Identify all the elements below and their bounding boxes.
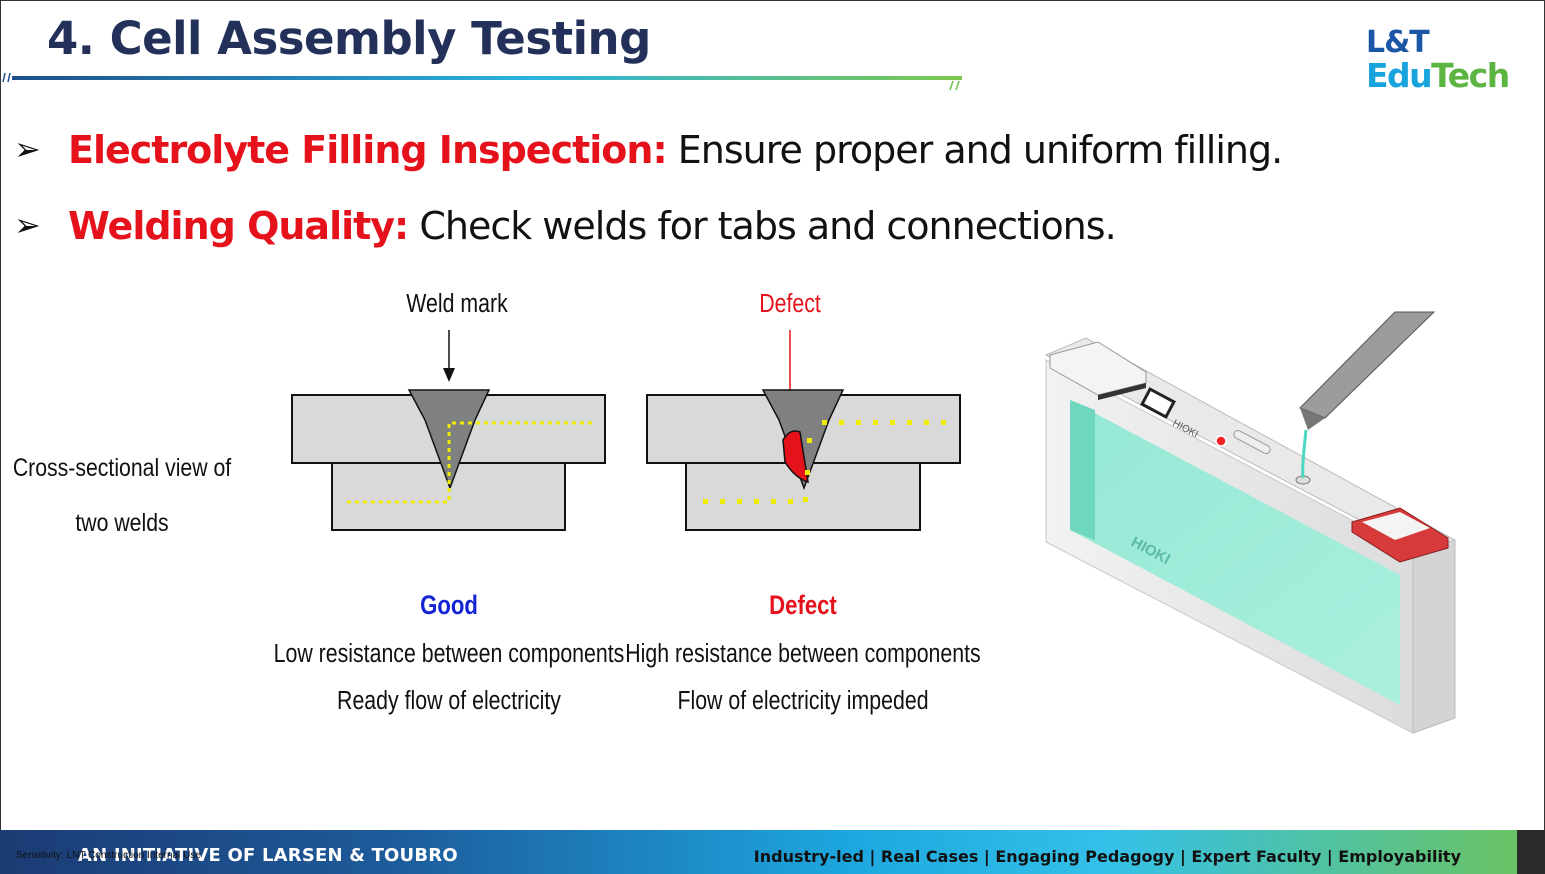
bullet-text: Ensure proper and uniform filling. bbox=[666, 128, 1283, 172]
bullet-key: Welding Quality: bbox=[68, 204, 409, 248]
arrow-bullet-icon: ➢ bbox=[14, 206, 41, 244]
good-line-2: Ready flow of electricity bbox=[337, 686, 561, 716]
good-weld-diagram: Weld mark Good Low resistance between co… bbox=[274, 289, 625, 716]
broken-current-dots bbox=[703, 420, 946, 504]
good-line-1: Low resistance between components bbox=[274, 639, 625, 669]
bullet-text: Check welds for tabs and connections. bbox=[408, 204, 1116, 248]
lt-edutech-logo: L&T EduTech bbox=[1366, 25, 1510, 95]
weld-mark-label: Weld mark bbox=[406, 289, 508, 319]
footer-initiative: AN INITIATIVE OF LARSEN & TOUBRO bbox=[78, 845, 458, 866]
arrow-bullet-icon: ➢ bbox=[14, 130, 41, 168]
bullet-welding-quality: ➢ Welding Quality: Check welds for tabs a… bbox=[14, 204, 1117, 248]
battery-cell-illustration: HIOKI HIOKI bbox=[1044, 311, 1456, 734]
side-label-2: two welds bbox=[75, 508, 168, 536]
defect-weld-diagram: Defect Defect High resistance between co… bbox=[625, 289, 980, 716]
defect-line-1: High resistance between components bbox=[625, 639, 980, 669]
defect-line-2: Flow of electricity impeded bbox=[677, 686, 928, 716]
defect-top-label: Defect bbox=[759, 289, 821, 319]
side-label-1: Cross-sectional view of bbox=[13, 453, 232, 481]
bullet-key: Electrolyte Filling Inspection: bbox=[68, 128, 668, 172]
slide-title: 4. Cell Assembly Testing bbox=[47, 12, 651, 65]
footer-corner bbox=[1517, 830, 1545, 874]
footer-bar: AN INITIATIVE OF LARSEN & TOUBRO Sensiti… bbox=[0, 830, 1545, 874]
sensitivity-label: Sensitivity: LNT Construction Internal U… bbox=[16, 850, 201, 861]
weld-diagram: Cross-sectional view of two welds Weld m… bbox=[13, 289, 1456, 734]
arrow-down-icon bbox=[443, 368, 455, 382]
defect-title: Defect bbox=[769, 591, 837, 621]
bullet-electrolyte-filling: ➢ Electrolyte Filling Inspection: Ensure … bbox=[14, 128, 1283, 172]
good-title: Good bbox=[420, 591, 478, 621]
footer-tagline: Industry-led | Real Cases | Engaging Ped… bbox=[753, 847, 1461, 866]
title-underline bbox=[2, 72, 962, 91]
